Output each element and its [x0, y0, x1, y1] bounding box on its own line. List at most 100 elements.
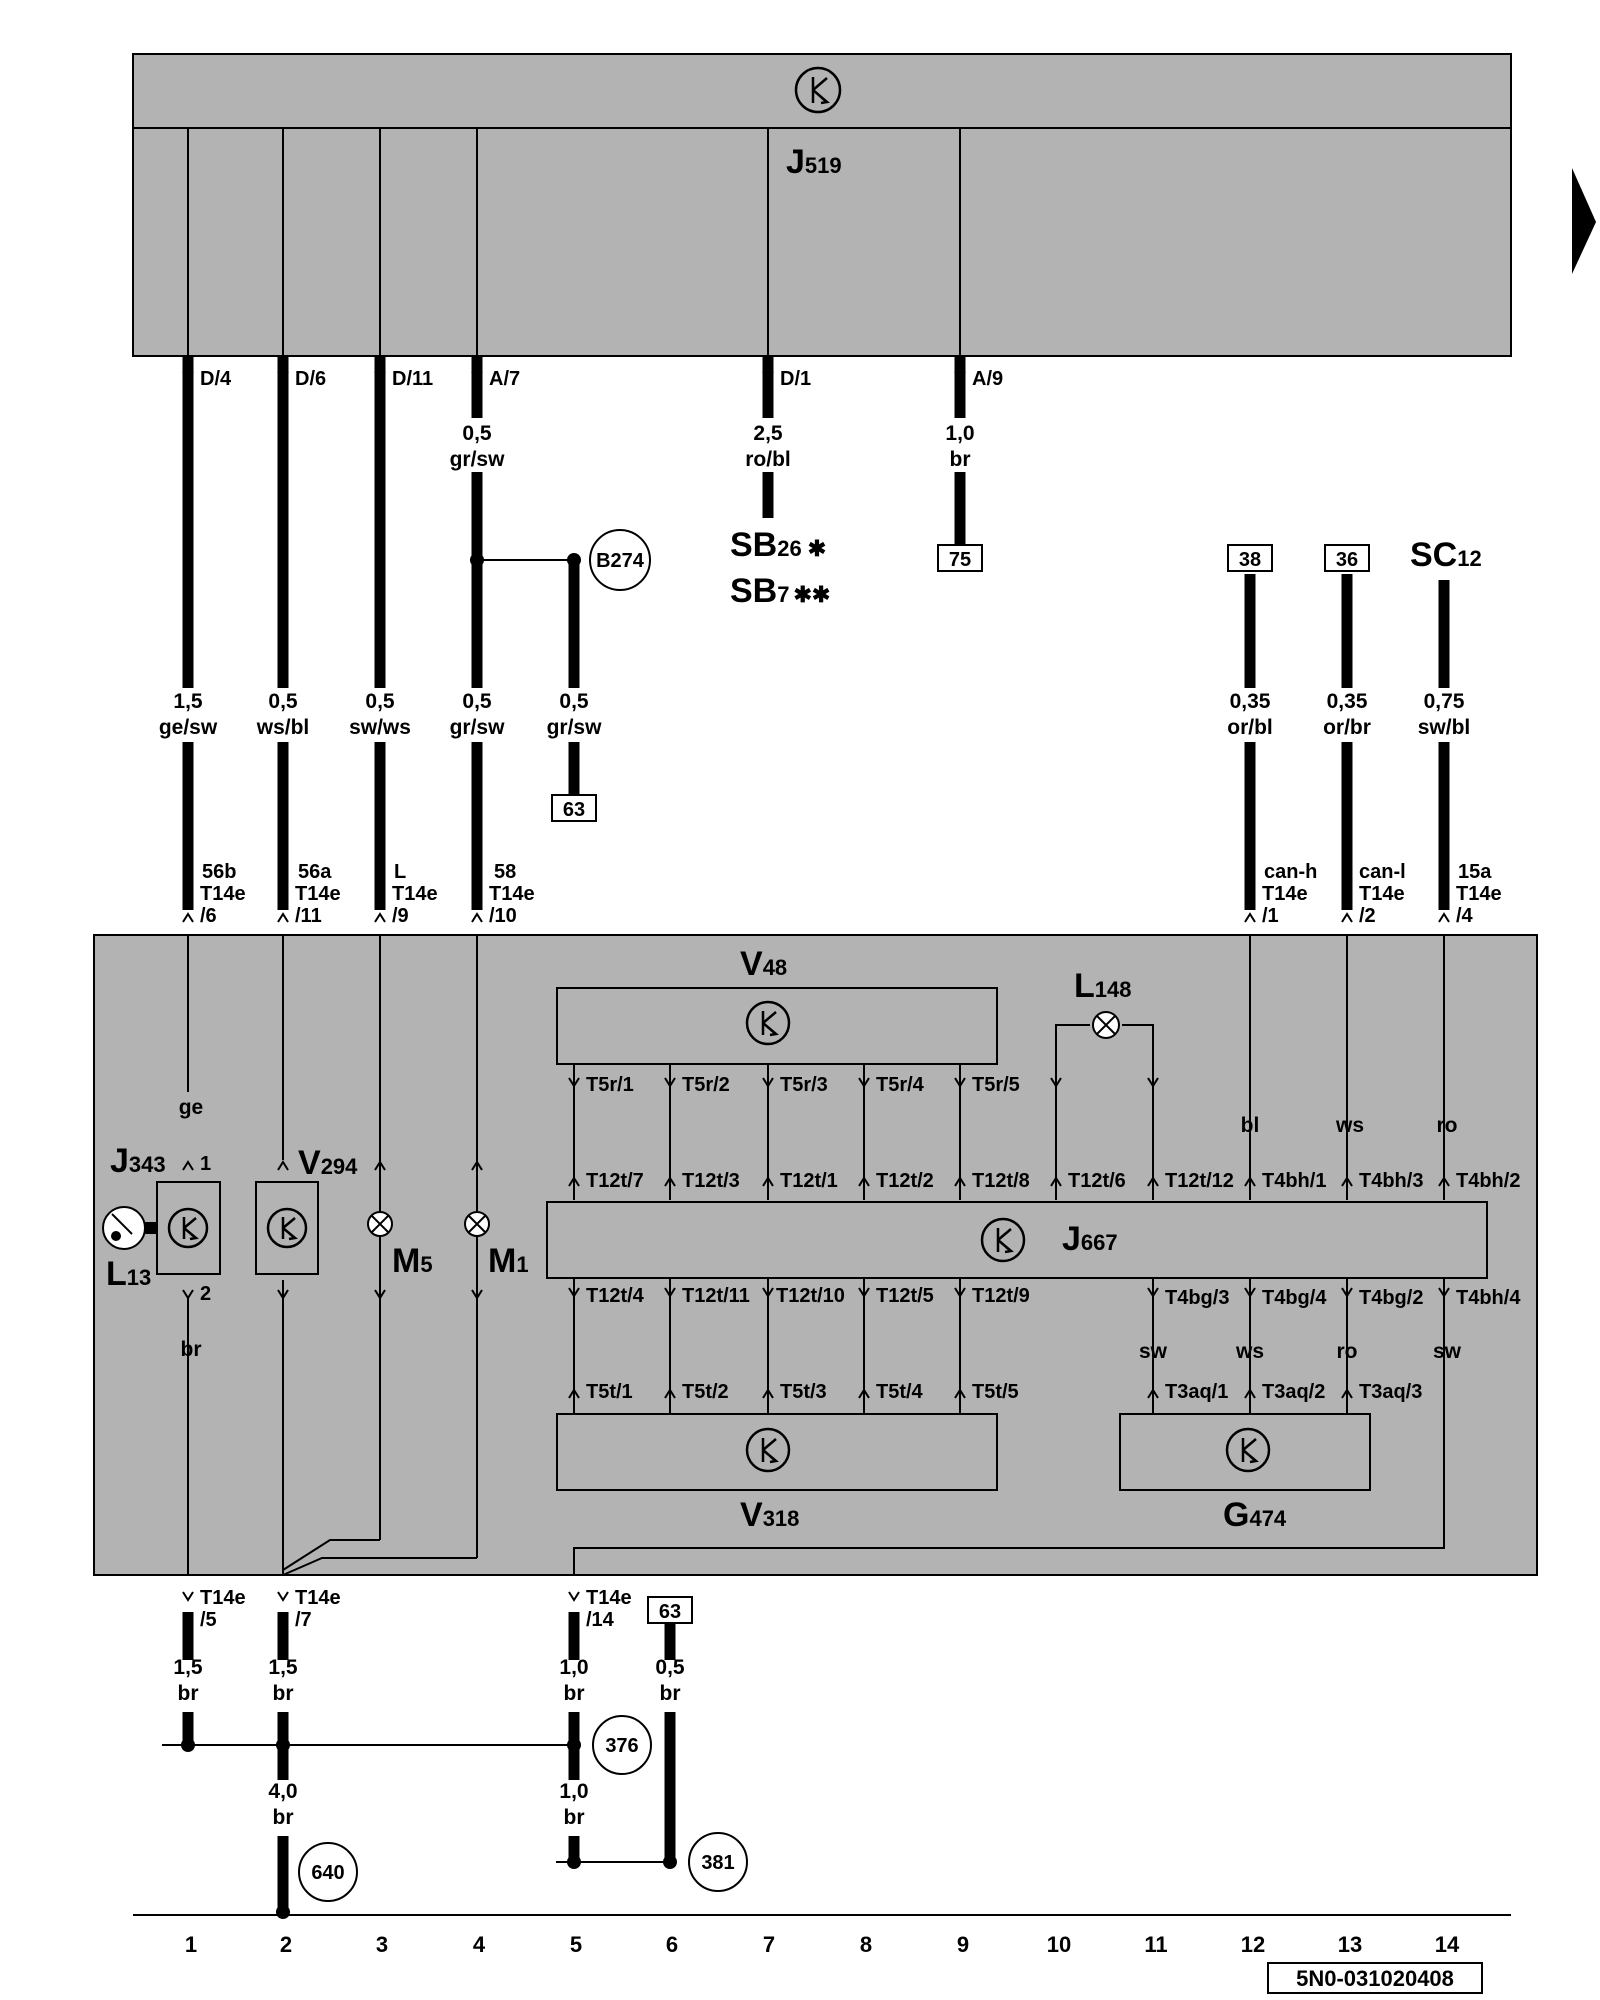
- j667-top-pin-1: T12t/7: [586, 1170, 644, 1192]
- svg-text:T14e: T14e: [392, 883, 438, 905]
- svg-text:/6: /6: [200, 905, 217, 927]
- v318-symbol-icon: [745, 1427, 791, 1473]
- column-12: 12: [1241, 1932, 1265, 1957]
- lower-wires: [182, 1612, 676, 1912]
- j667-bottom-pin-3: T12t/10: [776, 1285, 845, 1307]
- ref-63-bottom: 63: [647, 1596, 693, 1624]
- wire-4-size: 0,5: [462, 690, 492, 713]
- svg-text:/4: /4: [1456, 905, 1474, 927]
- b274-splice: B274: [470, 529, 651, 591]
- j519-housing: [132, 53, 1512, 357]
- j667-bottom-pin-7: T4bg/4: [1262, 1287, 1327, 1309]
- m1-label: M1: [488, 1242, 529, 1280]
- g474-wire-ro: ro: [1337, 1340, 1358, 1363]
- svg-text:58: 58: [494, 861, 516, 883]
- wire-3-size: 0,5: [365, 690, 395, 713]
- bottom-conn-1-pin: /5: [200, 1609, 217, 1631]
- wire-7-color: ro/bl: [745, 448, 791, 471]
- g474-wire-sw-1: sw: [1139, 1340, 1168, 1363]
- svg-text:T14e: T14e: [1456, 883, 1502, 905]
- m5-lamp: M5: [367, 1211, 433, 1280]
- ref-36: 36: [1324, 544, 1370, 572]
- column-2: 2: [280, 1932, 292, 1957]
- j667-top-pin-3: T12t/1: [780, 1170, 838, 1192]
- svg-text:L: L: [394, 861, 406, 883]
- j343-label: J343: [110, 1142, 166, 1180]
- j343-symbol-icon: [167, 1207, 209, 1249]
- g474-wire-ws: ws: [1235, 1340, 1264, 1363]
- column-10: 10: [1047, 1932, 1071, 1957]
- v294-module: V294: [255, 1144, 358, 1275]
- svg-text:/2: /2: [1359, 905, 1376, 927]
- bottom-wire-6-color: br: [660, 1682, 681, 1705]
- ref-38: 38: [1227, 544, 1273, 572]
- svg-text:T14e: T14e: [295, 883, 341, 905]
- v48-pin-2: T5r/2: [682, 1074, 730, 1096]
- svg-text:/9: /9: [392, 905, 409, 927]
- v318-pin-markers: [568, 1388, 966, 1399]
- bottom-conn-2-plug: T14e: [295, 1587, 341, 1609]
- j343-pin-1: 1: [200, 1153, 211, 1175]
- j519-pin-a9: A/9: [972, 368, 1003, 390]
- j667-bottom-pin-markers: [568, 1287, 1450, 1298]
- j343-wire-br: br: [181, 1338, 202, 1361]
- v48-symbol-icon: [745, 1000, 791, 1046]
- wire-13-color: or/br: [1323, 716, 1371, 739]
- g474-symbol-icon: [1225, 1427, 1271, 1473]
- j667-module: J667: [546, 1201, 1488, 1279]
- svg-text:T14e: T14e: [489, 883, 535, 905]
- v294-label: V294: [298, 1144, 358, 1182]
- j667-top-pin-4: T12t/2: [876, 1170, 934, 1192]
- j519-module: J519: [132, 53, 1512, 357]
- svg-text:can-l: can-l: [1359, 861, 1406, 883]
- lamp-icon: [1092, 1011, 1120, 1039]
- column-14: 14: [1435, 1932, 1460, 1957]
- column-8: 8: [860, 1932, 872, 1957]
- wire-3-color: sw/ws: [349, 716, 411, 739]
- svg-text:15a: 15a: [1458, 861, 1492, 883]
- wire-1-color: ge/sw: [159, 716, 218, 739]
- sc12-label: SC12: [1410, 536, 1482, 574]
- svg-text:T14e: T14e: [1359, 883, 1405, 905]
- column-7: 7: [763, 1932, 775, 1957]
- v318-label: V318: [740, 1496, 799, 1534]
- bottom-wire-5-color: br: [564, 1682, 585, 1705]
- ground-wire-2-color: br: [273, 1806, 294, 1829]
- bottom-conn-1-plug: T14e: [200, 1587, 246, 1609]
- j667-top-pin-7: T12t/12: [1165, 1170, 1234, 1192]
- ground-376: 376: [592, 1715, 652, 1775]
- wire-9-color: br: [950, 448, 971, 471]
- v318-pin-5: T5t/5: [972, 1381, 1019, 1403]
- diagram-id: 5N0-031020408: [1296, 1966, 1454, 1991]
- svg-text:/10: /10: [489, 905, 517, 927]
- column-3: 3: [376, 1932, 388, 1957]
- j667-top-pin-9: T4bh/3: [1359, 1170, 1423, 1192]
- v318-pin-3: T5t/3: [780, 1381, 827, 1403]
- svg-text:63: 63: [563, 799, 585, 821]
- j667-bottom-pin-9: T4bh/4: [1456, 1287, 1521, 1309]
- svg-text:56b: 56b: [202, 861, 236, 883]
- g474-pin-markers: [1147, 1388, 1353, 1399]
- ref-63-top: 63: [551, 794, 597, 822]
- v294-symbol-icon: [266, 1207, 308, 1249]
- ground-wire-2-size: 4,0: [268, 1780, 297, 1803]
- svg-text:56a: 56a: [298, 861, 332, 883]
- bottom-wire-2-color: br: [273, 1682, 294, 1705]
- j667-bottom-pin-6: T4bg/3: [1165, 1287, 1229, 1309]
- ref-75: 75: [937, 544, 983, 572]
- bottom-pin-markers: [182, 1591, 580, 1602]
- g474-pin-3: T3aq/3: [1359, 1381, 1422, 1403]
- v48-pin-1: T5r/1: [586, 1074, 634, 1096]
- svg-text:640: 640: [311, 1862, 344, 1884]
- ground-381: 381: [688, 1832, 748, 1892]
- wire-14-color: sw/bl: [1418, 716, 1471, 739]
- ground-icon: [298, 1842, 358, 1902]
- v48-pin-markers: [568, 1077, 1159, 1088]
- j667-bottom-pin-1: T12t/4: [586, 1285, 645, 1307]
- column-6: 6: [666, 1932, 678, 1957]
- wire-1-size: 1,5: [173, 690, 203, 713]
- bottom-conn-5-plug: T14e: [586, 1587, 632, 1609]
- bottom-wire-6-size: 0,5: [655, 1656, 685, 1679]
- b274-icon: [589, 529, 651, 591]
